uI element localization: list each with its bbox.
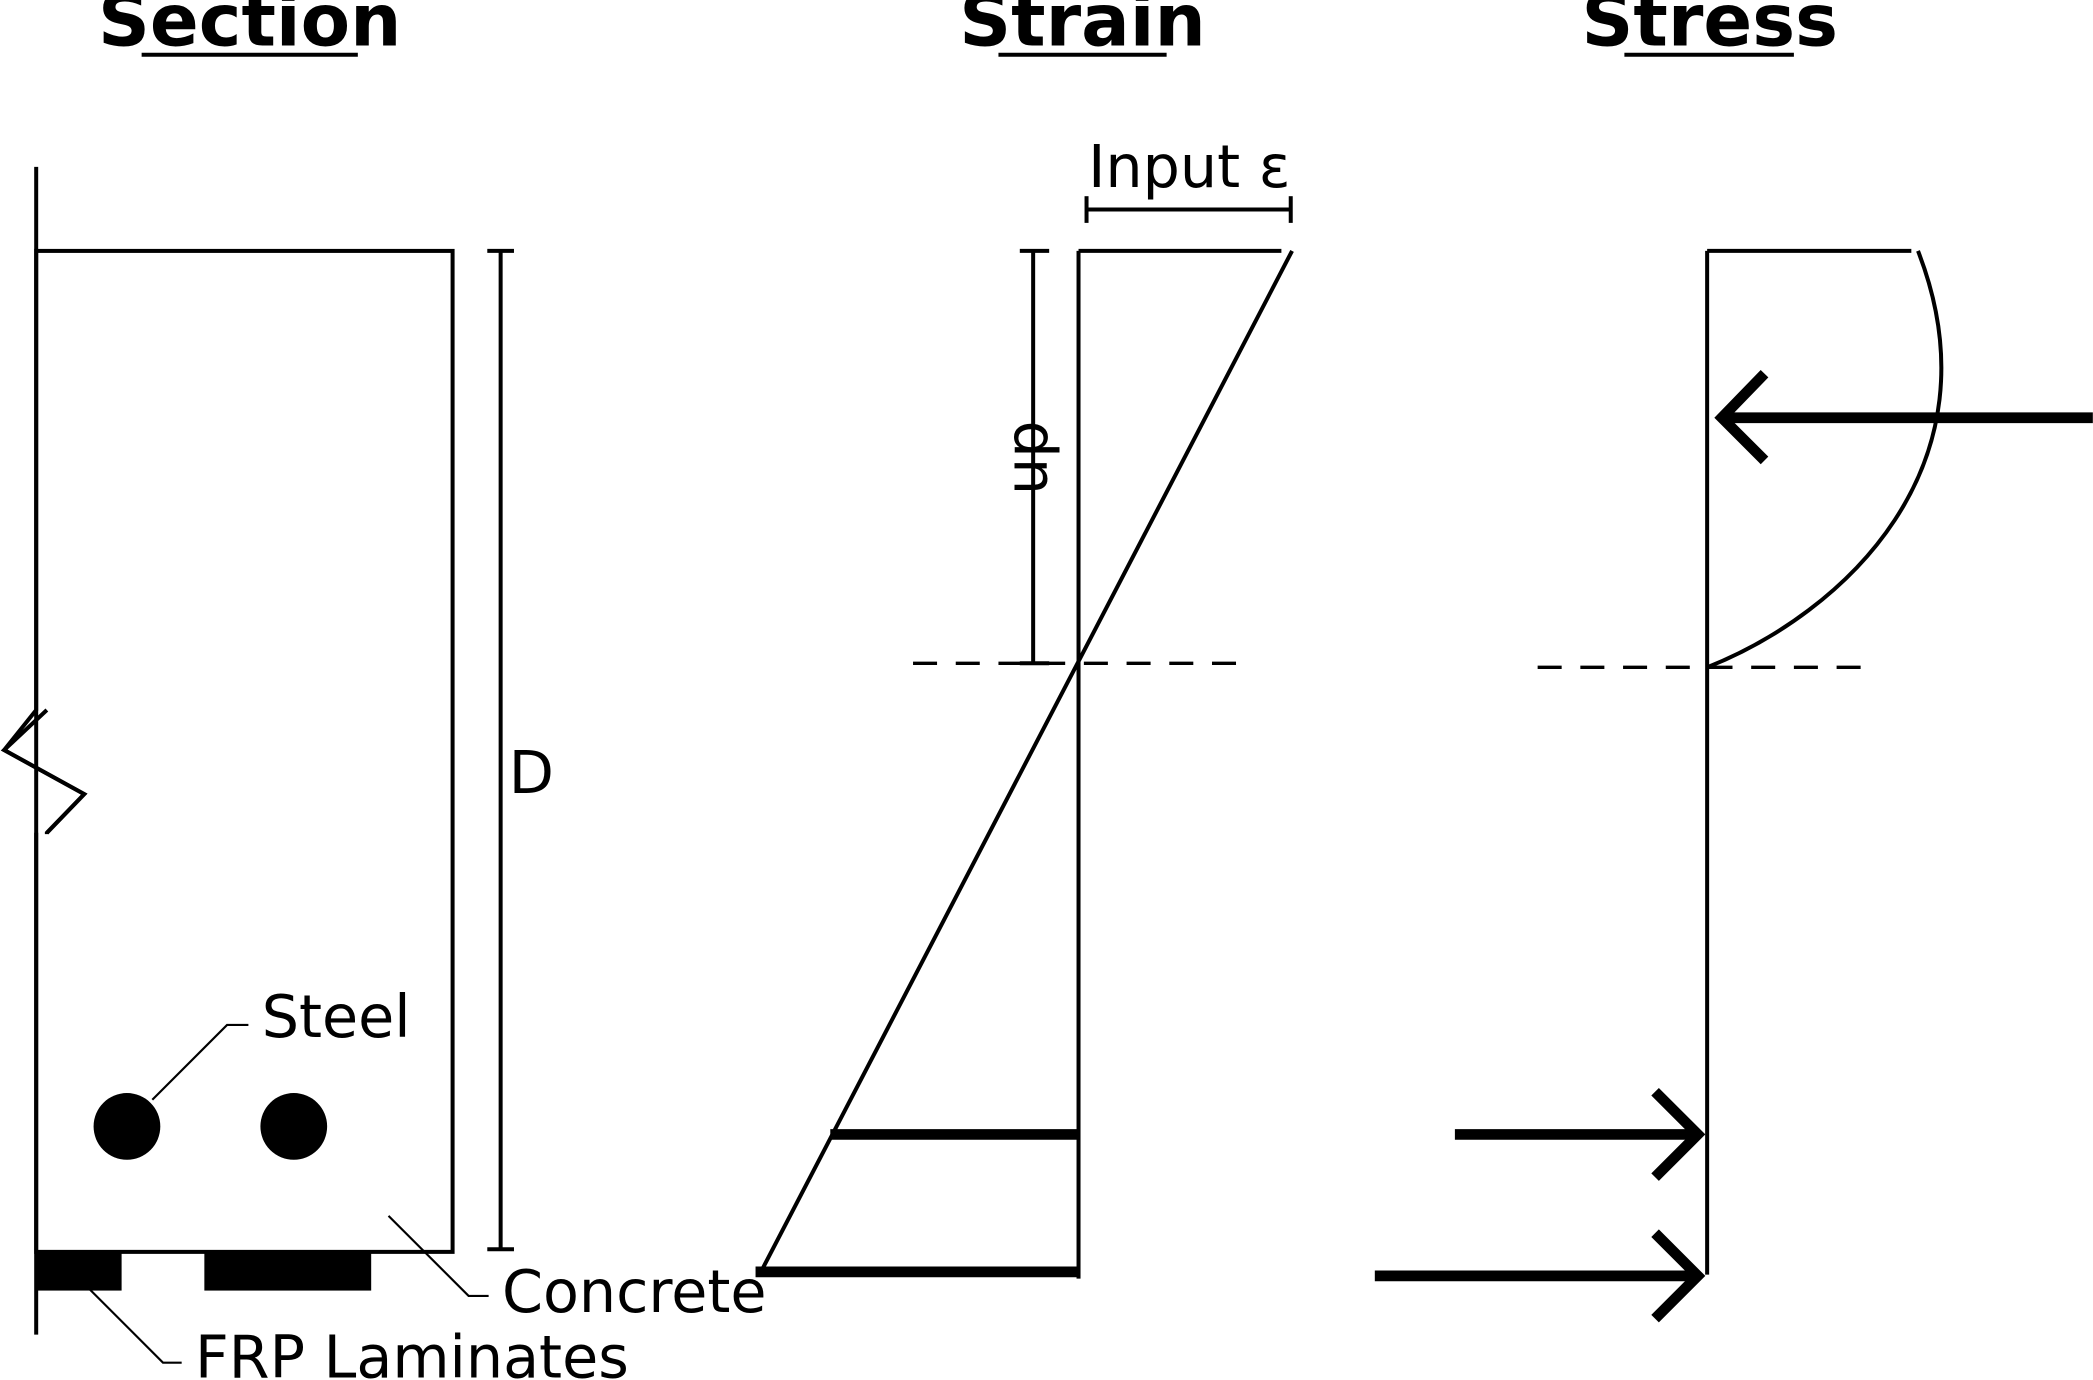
section-panel: Section D Steel Concrete FRP Laminates xyxy=(0,0,767,1380)
frp-callout-leader xyxy=(83,1283,182,1364)
concrete-callout-label: Concrete xyxy=(502,1257,767,1326)
concrete-callout-leader xyxy=(387,1215,489,1297)
break-symbol xyxy=(0,708,88,835)
steel-callout-label: Steel xyxy=(262,982,411,1051)
frp-tension-force-arrow xyxy=(1374,1229,1706,1323)
strain-panel: Strain Input ε dn xyxy=(755,0,1294,1279)
dimension-d-label: D xyxy=(509,738,554,807)
section-left-boundary xyxy=(1,166,88,1335)
strain-distribution-line xyxy=(759,249,1294,1273)
input-strain-dimension xyxy=(1084,196,1293,223)
neutral-axis-depth-label: dn xyxy=(1000,421,1069,495)
frp-laminate-right xyxy=(204,1251,372,1291)
section-title: Section xyxy=(98,0,401,62)
frp-callout-label: FRP Laminates xyxy=(195,1322,629,1380)
dimension-d xyxy=(487,248,514,1252)
compression-force-arrow xyxy=(1714,369,2093,465)
steel-callout-leader xyxy=(151,1023,249,1101)
stress-title: Stress xyxy=(1582,0,1838,62)
frp-laminate-left xyxy=(36,1251,122,1291)
input-strain-label: Input ε xyxy=(1088,132,1290,201)
concrete-stress-curve xyxy=(1706,250,1944,670)
concrete-section-outline xyxy=(34,248,455,1254)
steel-bar-right xyxy=(260,1093,328,1160)
steel-bar-left xyxy=(93,1093,161,1160)
steel-tension-force-arrow xyxy=(1454,1087,1706,1181)
strain-title: Strain xyxy=(959,0,1205,62)
stress-panel: Stress xyxy=(1374,0,2093,1323)
